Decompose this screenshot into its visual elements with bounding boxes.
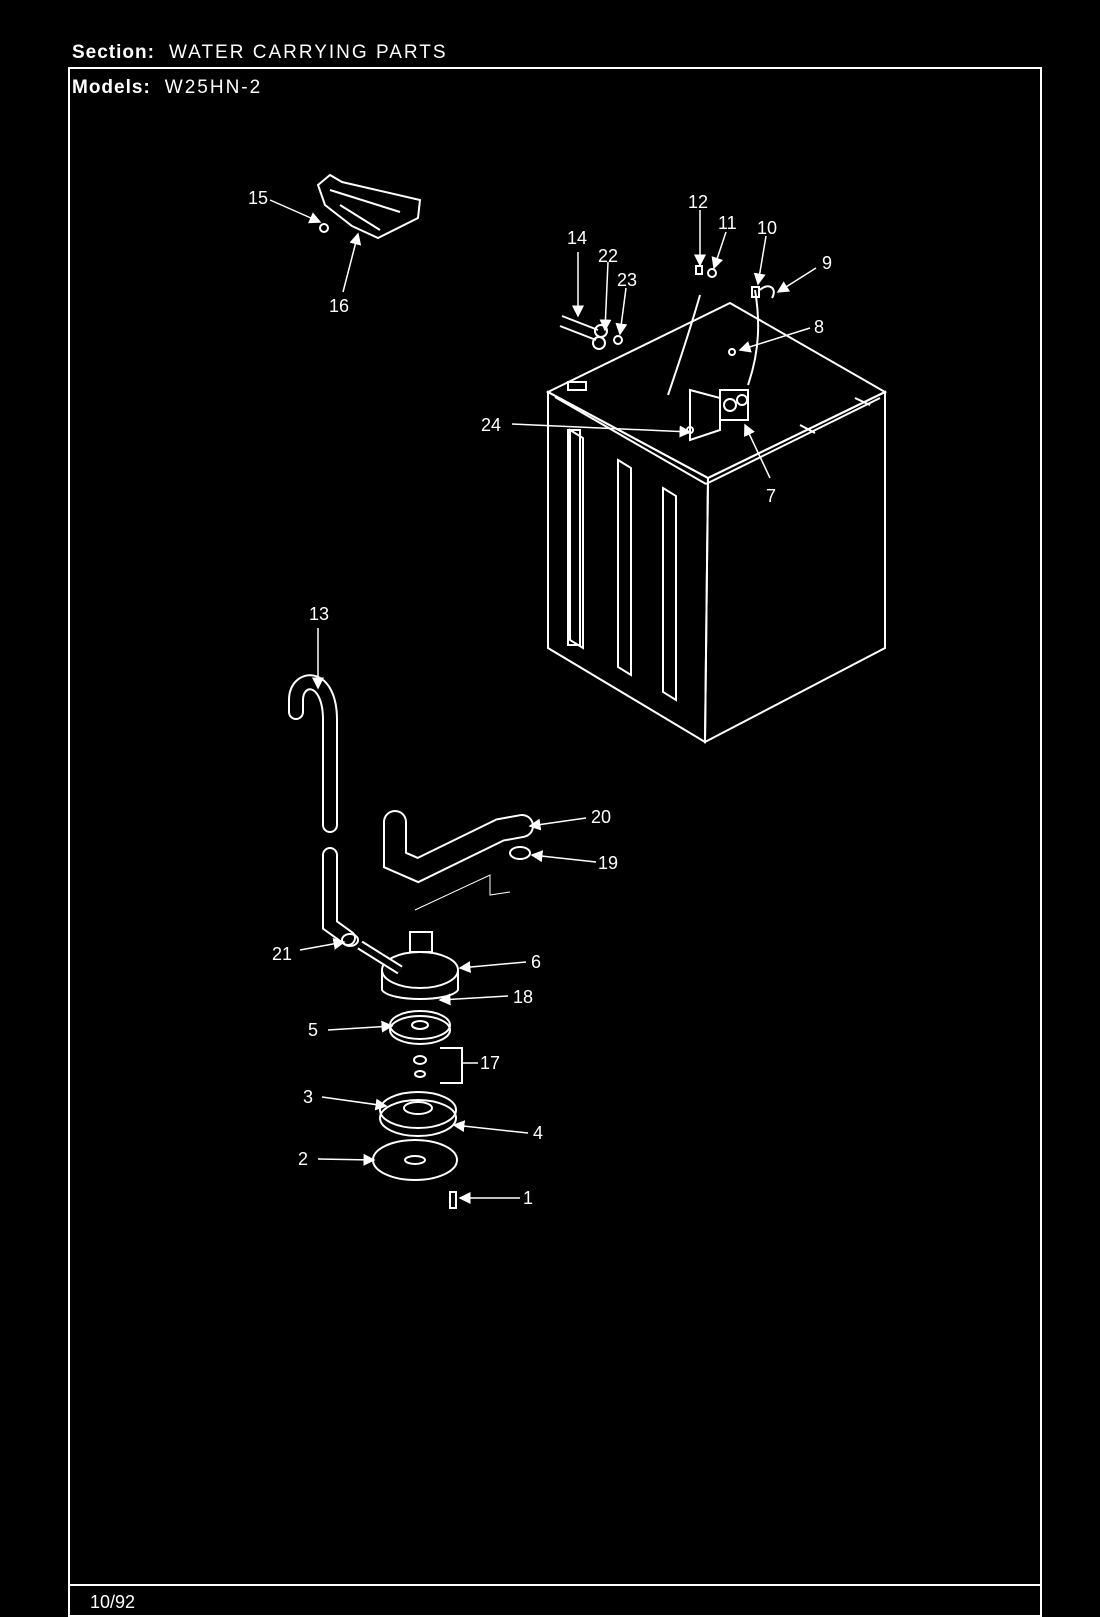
callout-3: 3 (303, 1087, 313, 1107)
section-value: WATER CARRYING PARTS (168, 42, 448, 63)
callout-17: 17 (480, 1053, 500, 1073)
callout-13: 13 (309, 604, 329, 624)
callout-8: 8 (814, 317, 824, 337)
callout-2: 2 (298, 1149, 308, 1169)
models-value: W25HN-2 (164, 77, 263, 98)
seal-17 (413, 1047, 463, 1084)
callout-20: 20 (591, 807, 611, 827)
models-header: Models: W25HN-2 (72, 77, 262, 99)
pump-housing (379, 1091, 457, 1137)
pump-cover-2 (372, 1139, 458, 1181)
pump-6 (357, 931, 459, 1000)
models-label: Models: (72, 77, 151, 98)
callout-6: 6 (531, 952, 541, 972)
clamp-19 (509, 846, 531, 860)
section-header: Section: WATER CARRYING PARTS (72, 42, 448, 64)
callout-11: 11 (718, 213, 737, 233)
footer-divider (68, 1584, 1042, 1586)
callout-16: 16 (329, 296, 349, 316)
callout-18: 18 (513, 987, 533, 1007)
callout-10: 10 (757, 218, 777, 238)
callout-22: 22 (598, 246, 618, 266)
callout-15: 15 (248, 188, 268, 208)
callout-7: 7 (766, 486, 776, 506)
footer-date: 10/92 (90, 1592, 136, 1612)
washer-cabinet (545, 301, 888, 744)
clip-12 (695, 265, 703, 275)
callout-23: 23 (617, 270, 637, 290)
callout-21: 21 (272, 944, 292, 964)
callout-4: 4 (533, 1123, 543, 1143)
impeller-5 (389, 1010, 451, 1045)
section-label: Section: (72, 42, 155, 63)
tube-9 (759, 285, 775, 299)
callout-24: 24 (481, 415, 501, 435)
inlet-hoses (559, 315, 623, 350)
screw-1 (449, 1191, 457, 1209)
bracket-16 (316, 173, 422, 240)
callout-5: 5 (308, 1020, 318, 1040)
clip-10 (751, 286, 760, 298)
clip-11 (707, 268, 717, 278)
callout-12: 12 (688, 192, 708, 212)
callout-19: 19 (598, 853, 618, 873)
callout-14: 14 (567, 228, 587, 248)
callout-1: 1 (523, 1188, 533, 1208)
callout-9: 9 (822, 253, 832, 273)
leader-lines (269, 199, 817, 1204)
exploded-parts-diagram: 1 2 3 4 5 6 7 8 9 10 11 12 13 14 15 16 1… (248, 173, 888, 1209)
